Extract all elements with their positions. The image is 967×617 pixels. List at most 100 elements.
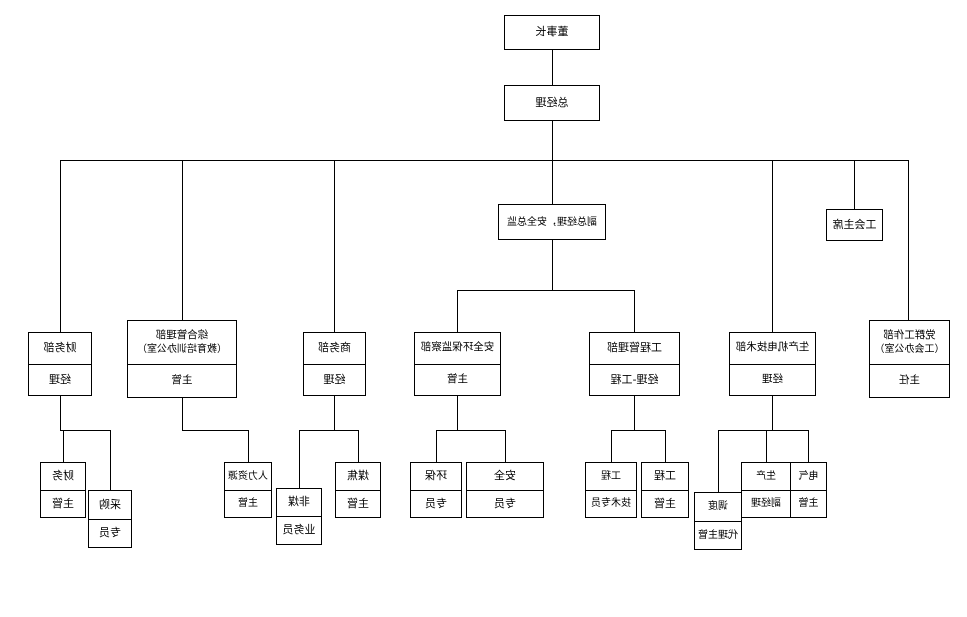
staff-title-label: 副经理 [751, 498, 781, 510]
dept-name-label: 财务部 [43, 341, 77, 355]
dept-title-label: 经理 [762, 372, 783, 385]
node-union-chairman-label: 工会主席 [832, 217, 877, 231]
dept-title-cell: 经理 [730, 365, 815, 396]
connector-line [552, 160, 553, 204]
dept-name-cell: 安全环保监察部 [415, 333, 500, 365]
connector-line [854, 160, 855, 209]
dept-title-cell: 经理 [304, 365, 365, 396]
connector-line [334, 396, 335, 430]
staff-title-cell: 专员 [411, 491, 461, 518]
node-environment-specialist: 环保 专员 [410, 462, 462, 518]
dept-title-label: 主管 [171, 374, 193, 387]
dept-name-label: 生产机电技术部 [735, 341, 810, 354]
dept-name-line1: 综合管理部 [155, 329, 209, 342]
node-business-dept: 商务部 经理 [303, 332, 366, 396]
node-chairman-label: 董事长 [535, 25, 569, 39]
node-deputy-gm: 副总经理，安全总监 [498, 204, 606, 240]
dept-name-label: 工程管理部 [607, 341, 662, 355]
node-production-deputy-manager: 生产 副经理 [741, 462, 791, 518]
staff-name-cell: 工程 [642, 463, 688, 491]
dept-name-cell: 财务部 [29, 333, 91, 365]
staff-name-cell: 调度 [695, 493, 741, 522]
connector-line [436, 430, 437, 462]
staff-name-label: 安全 [494, 469, 516, 483]
dept-name-cell: 综合管理部 （教育培训办公室） [128, 321, 236, 366]
staff-title-cell: 副经理 [742, 491, 790, 518]
connector-line [457, 290, 635, 291]
dept-title-cell: 经理-工程 [590, 365, 679, 396]
connector-line [552, 50, 553, 85]
staff-title-cell: 主管 [336, 491, 380, 518]
connector-line [248, 430, 249, 462]
dept-name-cell: 生产机电技术部 [730, 333, 815, 365]
connector-line [766, 430, 767, 462]
connector-line [552, 240, 553, 290]
staff-title-cell: 主管 [791, 491, 826, 518]
staff-title-label: 技术专员 [591, 498, 631, 510]
staff-title-cell: 代理主管 [695, 522, 741, 550]
connector-line [299, 430, 300, 488]
staff-name-cell: 财务 [41, 463, 85, 491]
staff-name-cell: 非煤 [277, 489, 321, 517]
connector-line [60, 160, 61, 332]
connector-line [457, 290, 458, 332]
dept-title-label: 经理 [49, 372, 71, 386]
node-general-manager: 总经理 [504, 85, 600, 121]
staff-name-label: 电气 [798, 470, 819, 482]
dept-name-label: 综合管理部 （教育培训办公室） [128, 329, 236, 356]
dept-name-cell: 商务部 [304, 333, 365, 365]
dept-title-label: 经理-工程 [610, 372, 659, 386]
node-electrical-supervisor: 电气 主管 [790, 462, 827, 518]
staff-name-label: 调度 [708, 501, 728, 513]
staff-title-cell: 主管 [225, 491, 271, 518]
dept-name-line1: 党群工作部 [883, 329, 936, 342]
staff-title-cell: 专员 [89, 520, 131, 548]
staff-title-label: 主管 [238, 498, 258, 510]
connector-line [63, 430, 64, 462]
dept-title-cell: 主任 [870, 365, 949, 397]
node-engineering-supervisor: 工程 主管 [641, 462, 689, 518]
staff-name-cell: 采购 [89, 491, 131, 520]
dept-name-line2: （教育培训办公室） [137, 343, 227, 355]
staff-name-cell: 工程 [586, 463, 636, 491]
connector-line [436, 430, 506, 431]
connector-line [334, 160, 335, 332]
dept-name-label: 党群工作部 （工会办公室） [870, 329, 949, 356]
connector-line [182, 430, 249, 431]
node-finance-supervisor: 财务 主管 [40, 462, 86, 518]
connector-line [110, 430, 111, 490]
connector-line [358, 430, 359, 462]
node-deputy-gm-label: 副总经理，安全总监 [507, 216, 597, 228]
connector-line [718, 430, 809, 431]
connector-line [60, 430, 111, 431]
dept-title-cell: 主管 [128, 365, 236, 397]
connector-line [908, 160, 909, 320]
staff-name-cell: 人力资源 [225, 463, 271, 491]
staff-name-cell: 生产 [742, 463, 790, 491]
node-union-chairman: 工会主席 [826, 209, 883, 241]
dept-title-cell: 主管 [415, 365, 500, 396]
staff-name-cell: 煤焦 [336, 463, 380, 491]
staff-title-label: 代理主管 [698, 529, 738, 541]
connector-line [505, 430, 506, 462]
staff-title-label: 主管 [798, 498, 819, 510]
node-engineering-dept: 工程管理部 经理-工程 [589, 332, 680, 396]
node-dispatch-acting-supervisor: 调度 代理主管 [694, 492, 742, 550]
node-engineering-tech-specialist: 工程 技术专员 [585, 462, 637, 518]
staff-name-label: 工程 [601, 470, 621, 482]
staff-name-label: 采购 [99, 497, 121, 511]
staff-title-label: 专员 [425, 496, 447, 510]
node-admin-dept: 综合管理部 （教育培训办公室） 主管 [127, 320, 237, 398]
dept-title-label: 经理 [323, 372, 346, 386]
connector-line [808, 430, 809, 462]
staff-name-label: 工程 [654, 469, 676, 483]
dept-name-cell: 党群工作部 （工会办公室） [870, 321, 949, 366]
node-noncoal-salesperson: 非煤 业务员 [276, 488, 322, 545]
staff-title-label: 专员 [99, 526, 121, 540]
connector-line [552, 121, 553, 160]
dept-title-label: 主任 [899, 374, 920, 387]
node-safety-dept: 安全环保监察部 主管 [414, 332, 501, 396]
connector-line [611, 430, 612, 462]
dept-title-cell: 经理 [29, 365, 91, 396]
